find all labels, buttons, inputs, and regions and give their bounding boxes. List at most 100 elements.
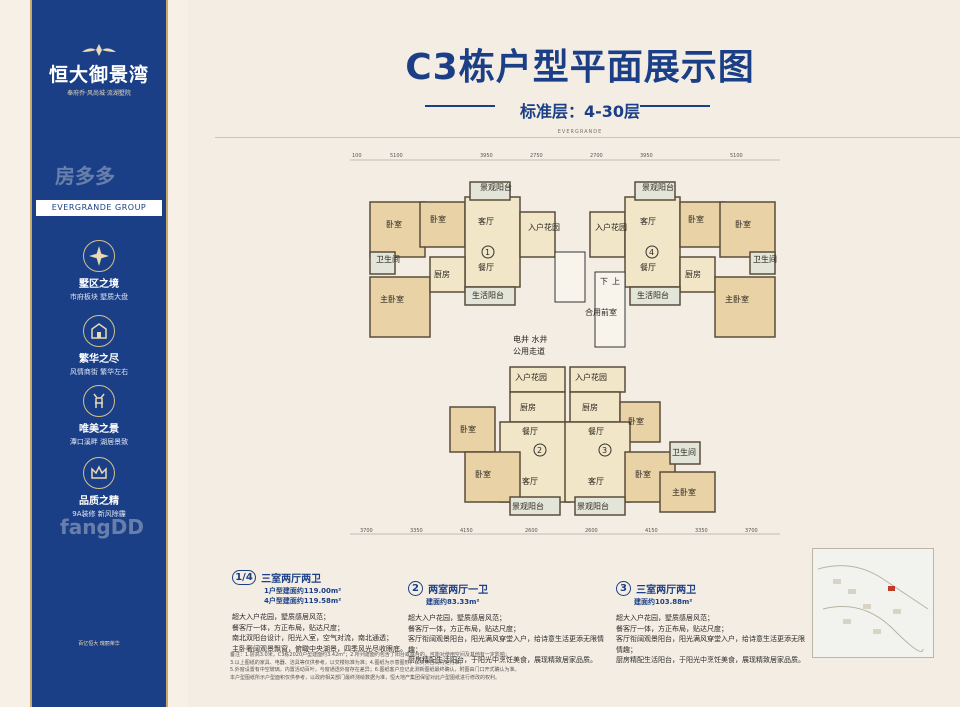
sidebar-gold-edge (30, 0, 168, 707)
brand-subtitle: 奉府乔·风尚城·流湖墅院 (67, 90, 131, 97)
label-entry-garden: 入户花园 (515, 372, 547, 382)
unit-point: 厨房精配生活阳台，于阳光中烹饪美食，展现精致居家品质。 (616, 656, 805, 664)
unit-num-badge: 1/4 (232, 570, 256, 585)
label-dining: 餐厅 (522, 427, 538, 436)
label-kitchen: 厨房 (582, 402, 598, 412)
label-bath: 卫生间 (672, 447, 696, 457)
dim-bottom: 3350 (410, 528, 423, 534)
label-life-balcony: 生活阳台 (472, 290, 504, 300)
unit-number: 4 (649, 248, 654, 257)
deer-icon (83, 385, 115, 417)
unit-type: 两室两厅一卫 (428, 585, 489, 596)
stairwell (594, 271, 626, 348)
feature-desc: 风情商街 繁华左右 (69, 368, 129, 376)
compass-icon (83, 240, 115, 272)
dim-top: 2700 (590, 153, 603, 159)
label-corridor: 公用走道 (513, 346, 545, 356)
unit-desc-1-4: 1/4 三室两厅两卫 1户型建面约119.00m² 4户型建面约119.58m²… (232, 567, 407, 654)
unit-number-marker (481, 245, 495, 259)
site-location-map (812, 548, 934, 658)
footnote: 3.以上图纸的家具、电器、洁具等仅供参考，以交楼标准为准；4.图纸为示意图形，以… (230, 659, 465, 666)
unit-area: 1户型建面约119.00m² (264, 587, 342, 595)
label-bedroom: 卧室 (635, 469, 651, 479)
unit-area: 4户型建面约119.58m² (264, 597, 342, 605)
unit-number-marker (645, 245, 659, 259)
header-divider (215, 137, 960, 138)
footnote: 本户型图纸所示户型面积仅供参考，以政府相关部门最终测绘数据为准，恒大地产集团保留… (230, 674, 501, 681)
label-master: 主卧室 (380, 294, 404, 304)
dim-top: 100 (352, 153, 362, 159)
room-view-balcony (469, 181, 511, 201)
unit-desc-3: 3 三室两厅两卫 建面约103.88m² 超大入户花园，墅质感居风范； 餐客厅一… (616, 578, 811, 666)
feature-desc: 市府板块 墅质大盘 (69, 293, 129, 301)
label-kitchen: 厨房 (520, 402, 536, 412)
room-bath (369, 251, 396, 275)
label-bedroom: 卧室 (735, 219, 751, 229)
label-bedroom: 卧室 (475, 469, 491, 479)
building-marker-icon (888, 586, 895, 591)
watermark: 房多多 (55, 164, 115, 188)
label-bath: 卫生间 (376, 254, 400, 264)
unit-num-badge: 2 (408, 581, 423, 596)
label-master: 主卧室 (725, 294, 749, 304)
brand-name: 恒大御景湾 (48, 64, 149, 86)
label-entry-garden: 入户花园 (575, 372, 607, 382)
room-bedroom (449, 406, 496, 453)
label-entry-garden: 入户花园 (595, 222, 627, 232)
room-master (369, 276, 431, 338)
unit-number-marker (598, 443, 612, 457)
brand-mark: EVERGRANDE (557, 129, 603, 135)
unit-point: 主卧奢阔观景飘窗，俯瞰中央湖景，四季风光尽收眼底。 (232, 644, 407, 653)
crown-icon (83, 457, 115, 489)
dim-bottom: 3700 (360, 528, 373, 534)
title-ornament-right (640, 105, 710, 107)
unit-number-marker (533, 443, 547, 457)
unit-point: 餐客厅一体，方正布局，贴达尺度； (408, 624, 520, 633)
sidebar: 恒大御景湾 奉府乔·风尚城·流湖墅院 EVERGRANDE GROUP 墅区之境… (0, 0, 188, 707)
dim-top: 5100 (390, 153, 403, 159)
label-view-balcony: 景观阳台 (480, 182, 512, 192)
unit-area: 建面约83.33m² (426, 598, 480, 606)
feature-quality: 品质之精 9A装修 新风除霾 (40, 457, 158, 519)
label-bedroom: 卧室 (386, 219, 402, 229)
label-view-balcony: 景观阳台 (577, 501, 609, 511)
room-bath (669, 441, 701, 465)
room-life-balcony (629, 286, 681, 306)
room-entry-garden (589, 211, 626, 258)
group-label: EVERGRANDE GROUP (36, 200, 162, 216)
label-up: 上 (612, 277, 620, 286)
label-living: 客厅 (640, 216, 656, 226)
label-bath: 卫生间 (753, 254, 777, 264)
elevator-shaft (554, 251, 586, 303)
brand-crest-icon (82, 44, 116, 56)
room-view-balcony (509, 496, 561, 516)
unit-point: 南北双阳台设计，阳光入室，空气对流，南北通透； (232, 634, 393, 642)
room-living (624, 196, 681, 288)
feature-desc: 潭口溪畔 湖居景致 (69, 438, 129, 446)
room-master (659, 471, 716, 513)
label-bedroom: 卧室 (628, 416, 644, 426)
label-living: 客厅 (588, 476, 604, 486)
unit-point: 餐客厅一体，方正布局，贴达尺度； (616, 624, 728, 633)
label-entry-garden: 入户花园 (528, 222, 560, 232)
room-living (464, 196, 521, 288)
label-living: 客厅 (522, 476, 538, 486)
building-icon (83, 315, 115, 347)
room-kitchen (679, 256, 716, 293)
unit-type: 三室两厅两卫 (636, 585, 697, 596)
label-bedroom: 卧室 (430, 214, 446, 224)
unit-desc-2: 2 两室两厅一卫 建面约83.33m² 超大入户花园，墅质感居风范； 餐客厅一体… (408, 578, 608, 666)
room-life-balcony (464, 286, 516, 306)
label-dining: 餐厅 (588, 427, 604, 436)
watermark: fangDD (60, 515, 144, 539)
dim-bottom: 4150 (460, 528, 473, 534)
dim-top: 3950 (640, 153, 653, 159)
dim-top: 2750 (530, 153, 543, 159)
dim-bottom: 2600 (525, 528, 538, 534)
feature-title: 墅区之境 (79, 279, 119, 290)
feature-scenery: 唯美之景 潭口溪畔 湖居景致 (40, 385, 158, 447)
label-bedroom: 卧室 (460, 424, 476, 434)
label-kitchen: 厨房 (434, 269, 450, 279)
room-bedroom (369, 201, 426, 258)
unit-num-badge: 3 (616, 581, 631, 596)
